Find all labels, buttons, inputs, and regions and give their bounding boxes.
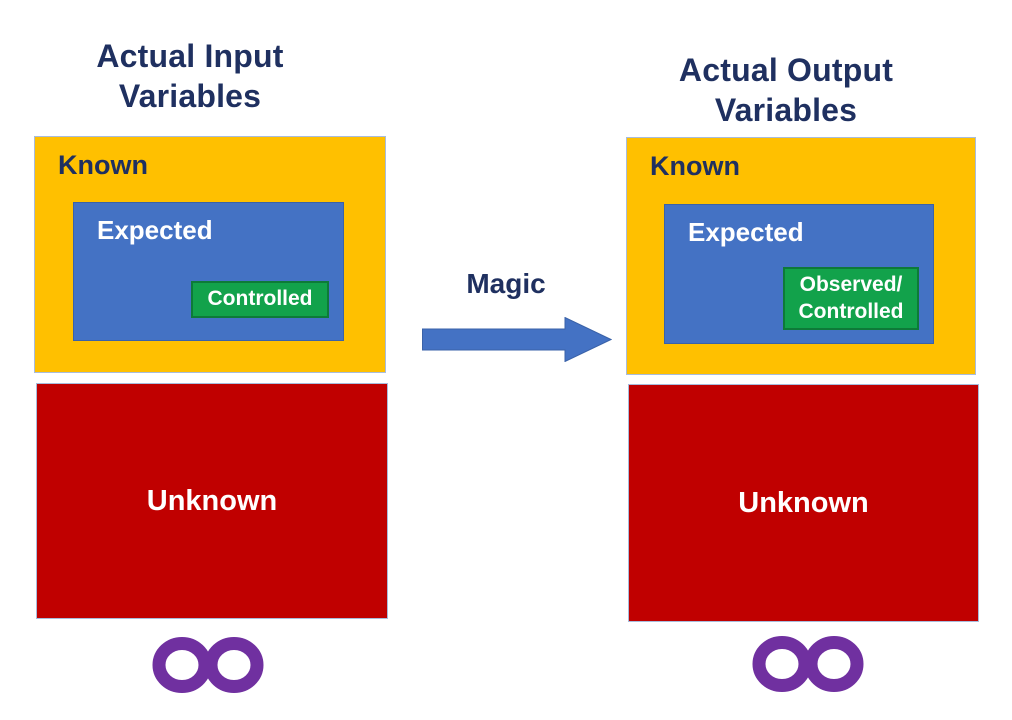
left-controlled-label: Controlled: [207, 287, 313, 311]
right-expected-box: Expected Observed/ Controlled: [664, 204, 934, 344]
left-expected-box: Expected Controlled: [73, 202, 344, 341]
left-unknown-label: Unknown: [146, 484, 278, 517]
left-known-label: Known: [58, 150, 148, 180]
right-known-label: Known: [650, 151, 740, 181]
right-unknown-label: Unknown: [738, 486, 869, 519]
right-unknown-box: Unknown: [628, 384, 979, 622]
right-arrow-icon: [422, 317, 612, 362]
right-title-line2: Variables: [714, 92, 858, 129]
left-known-box: Known Expected Controlled: [34, 136, 386, 373]
left-title-line1: Actual Input: [96, 38, 284, 74]
left-controlled-box: Controlled: [191, 281, 329, 318]
infinity-icon: [752, 636, 864, 692]
right-known-box: Known Expected Observed/ Controlled: [626, 137, 976, 375]
right-observed-controlled-box: Observed/ Controlled: [783, 267, 919, 330]
right-title-line1: Actual Output: [678, 52, 894, 88]
left-title-line2: Variables: [118, 78, 262, 115]
right-panel-title: Actual Output Variables: [620, 50, 952, 131]
magic-label: Magic: [466, 268, 546, 299]
infinity-icon: [152, 637, 264, 693]
right-expected-label: Expected: [688, 217, 804, 247]
right-controlled-line1: Observed/: [799, 272, 903, 296]
left-expected-label: Expected: [97, 215, 213, 245]
left-unknown-box: Unknown: [36, 383, 388, 619]
right-controlled-line2: Controlled: [798, 299, 904, 323]
left-panel-title: Actual Input Variables: [40, 36, 340, 117]
